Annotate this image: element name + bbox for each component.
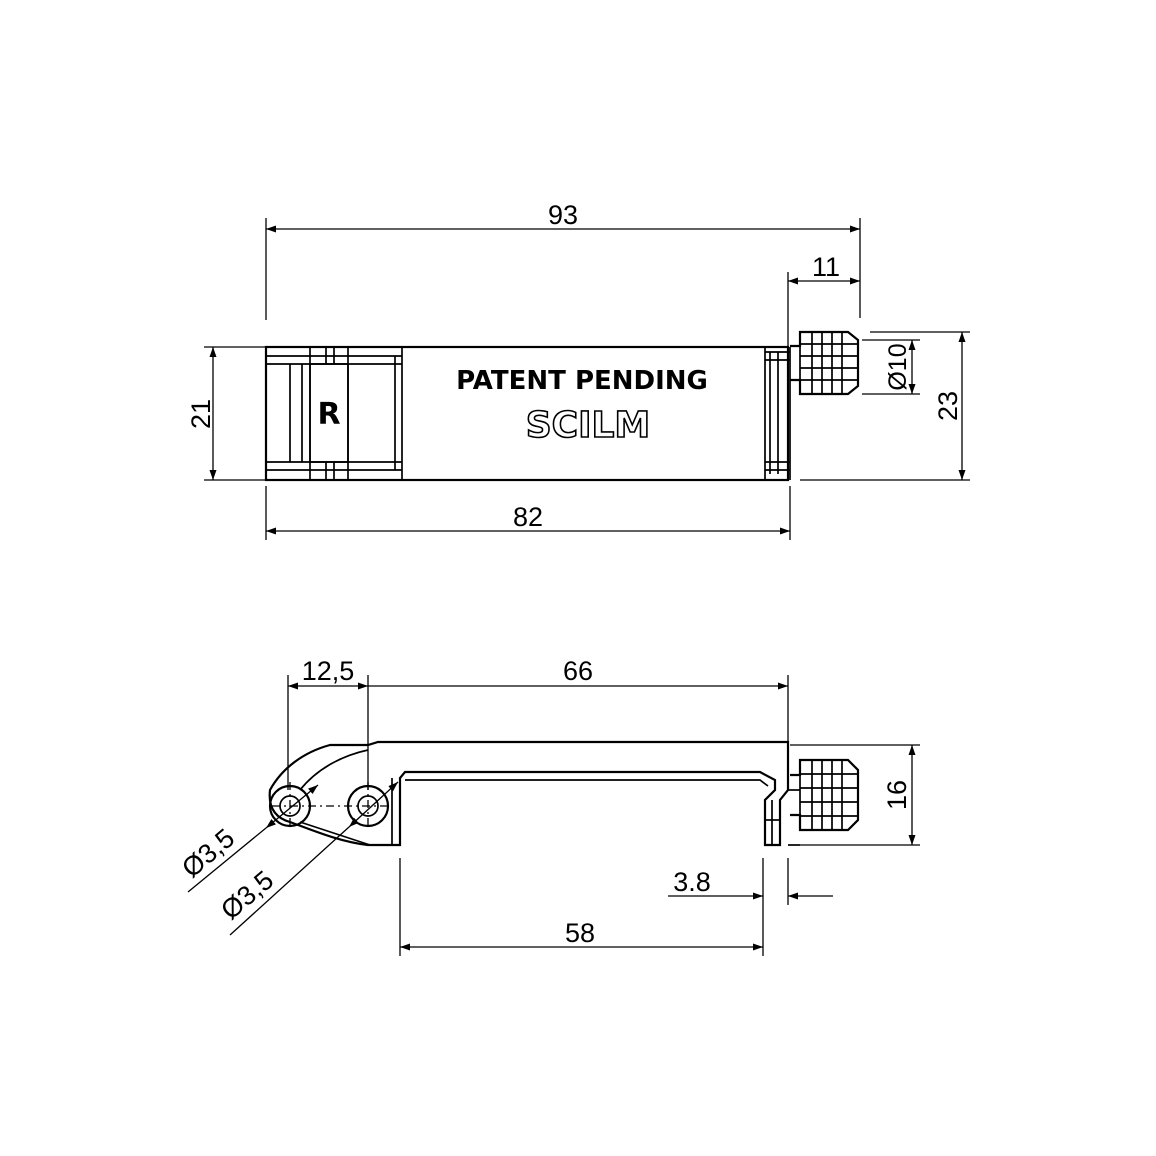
dim-span: 66 (368, 656, 789, 745)
top-view: 93 11 21 23 Ø10 (186, 200, 970, 540)
pivot-hole-1 (268, 782, 392, 830)
dim-overall-length: 93 (265, 200, 861, 320)
dim-total-height-23: 23 (800, 331, 970, 481)
dim-height-21-text: 21 (186, 399, 216, 429)
side-thread-stud (790, 758, 860, 832)
dim-thread-diameter-text: Ø10 (884, 343, 912, 390)
dim-hole-2-text: Ø3,5 (215, 865, 279, 926)
dim-pivot-offset: 12,5 (287, 656, 369, 790)
dim-span-text: 66 (563, 656, 593, 686)
dim-offset-text: 3.8 (673, 867, 711, 897)
top-body (264, 345, 791, 482)
dim-side-height-text: 16 (882, 780, 912, 810)
dim-offset: 3.8 (668, 858, 833, 905)
dim-inner-span-text: 58 (565, 918, 595, 948)
dim-body-length-text: 82 (513, 502, 543, 532)
pivot-hole-2 (346, 782, 390, 830)
dim-hole-2: Ø3,5 (215, 781, 399, 936)
dim-overall-length-text: 93 (548, 200, 578, 230)
dim-height-21: 21 (186, 346, 266, 481)
dim-side-height: 16 (790, 744, 920, 846)
side-view: 12,5 66 16 58 3.8 (176, 656, 920, 956)
dim-body-length: 82 (265, 486, 791, 540)
dim-pivot-offset-text: 12,5 (302, 656, 355, 686)
engraving-line1: PATENT PENDING (456, 366, 708, 396)
dim-thread-diameter: Ø10 (862, 339, 920, 395)
top-thread-stud (790, 330, 860, 396)
dim-thread-length: 11 (787, 252, 860, 346)
dim-hole-1-text: Ø3,5 (176, 823, 240, 884)
dim-total-height-23-text: 23 (933, 391, 963, 421)
engraving-marker: R (317, 397, 340, 432)
engraving-line2: SCILM (526, 405, 651, 446)
dim-thread-length-text: 11 (812, 252, 840, 282)
dim-inner-span: 58 (399, 858, 764, 956)
side-body (268, 740, 800, 847)
